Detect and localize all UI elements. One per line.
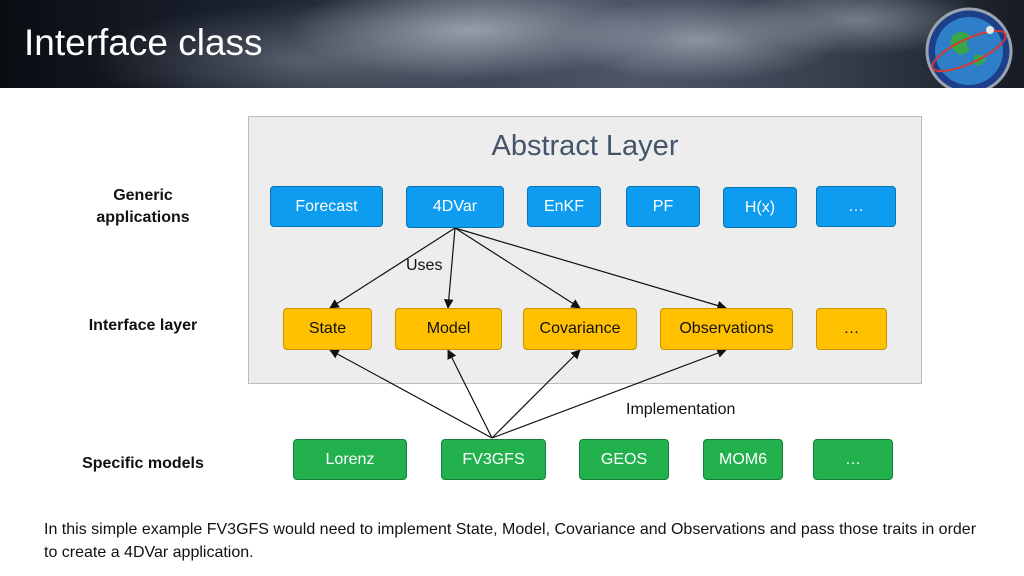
header-banner: Interface class bbox=[0, 0, 1024, 88]
app-box-4dvar[interactable]: 4DVar bbox=[406, 186, 504, 228]
model-box-fv3gfs[interactable]: FV3GFS bbox=[441, 439, 546, 480]
impl-arrow-model bbox=[447, 349, 493, 439]
app-box-more[interactable]: … bbox=[816, 186, 896, 227]
row-label-specific: Specific models bbox=[82, 455, 204, 472]
app-box-hx[interactable]: H(x) bbox=[723, 187, 797, 228]
app-box-enkf[interactable]: EnKF bbox=[527, 186, 601, 227]
interface-box-state[interactable]: State bbox=[283, 308, 372, 350]
model-box-lorenz[interactable]: Lorenz bbox=[293, 439, 407, 480]
model-box-mom6[interactable]: MOM6 bbox=[703, 439, 783, 480]
uses-arrow-covariance bbox=[454, 227, 581, 309]
footnote-text: In this simple example FV3GFS would need… bbox=[44, 521, 977, 561]
app-box-forecast[interactable]: Forecast bbox=[270, 186, 383, 227]
uses-label: Uses bbox=[406, 257, 443, 274]
row-label-interface: Interface layer bbox=[88, 317, 198, 334]
impl-arrow-observations bbox=[491, 348, 727, 439]
interface-box-covariance[interactable]: Covariance bbox=[523, 308, 637, 350]
uses-arrow-model bbox=[443, 227, 456, 309]
app-box-pf[interactable]: PF bbox=[626, 186, 700, 227]
slide-title: Interface class bbox=[24, 22, 263, 63]
uses-arrow-state bbox=[329, 227, 456, 309]
interface-box-model[interactable]: Model bbox=[395, 308, 502, 350]
interface-box-more[interactable]: … bbox=[816, 308, 887, 350]
model-box-geos[interactable]: GEOS bbox=[579, 439, 669, 480]
abstract-layer-title: Abstract Layer bbox=[491, 130, 679, 162]
jcsda-globe-logo bbox=[925, 7, 1013, 88]
model-box-more[interactable]: … bbox=[813, 439, 893, 480]
row-label-generic: Generic applications bbox=[96, 187, 190, 226]
interface-box-observations[interactable]: Observations bbox=[660, 308, 793, 350]
implementation-label: Implementation bbox=[626, 401, 736, 418]
impl-arrow-covariance bbox=[491, 349, 581, 439]
uses-arrow-observations bbox=[454, 227, 727, 311]
impl-arrow-state bbox=[329, 349, 493, 439]
